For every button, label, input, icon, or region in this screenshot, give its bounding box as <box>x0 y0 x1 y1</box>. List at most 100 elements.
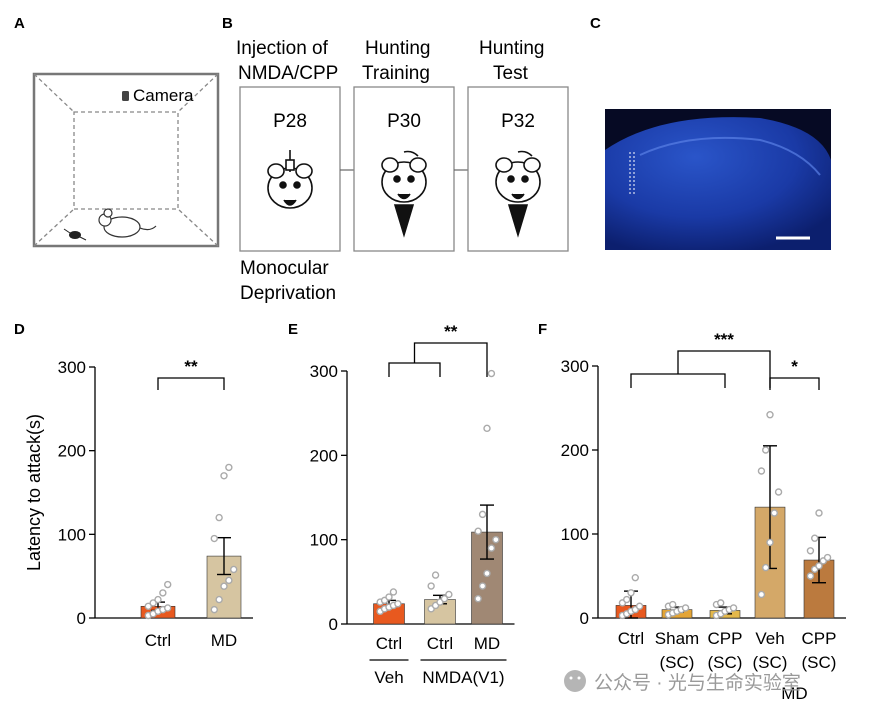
step-1-title-line1: Injection of <box>236 38 329 59</box>
step-2-title-line2: Training <box>362 63 430 84</box>
brain-layer-line <box>639 136 821 176</box>
data-point <box>483 424 491 433</box>
panel-label-e: E <box>288 321 298 338</box>
bracket-line <box>769 377 820 390</box>
data-point <box>164 604 172 612</box>
data-point <box>669 600 677 609</box>
x-category-sublabel: (SC) <box>660 653 695 672</box>
panel-label-f: F <box>538 321 547 338</box>
data-point <box>762 563 770 572</box>
step-2-age: P30 <box>387 111 421 132</box>
arena-floor <box>73 111 179 210</box>
data-point <box>623 595 631 604</box>
data-point <box>389 588 398 596</box>
group-label: MD <box>781 684 807 703</box>
significance-bracket: * <box>769 357 820 390</box>
data-point <box>215 595 223 604</box>
mouse-head-injection-icon <box>267 150 313 209</box>
data-point <box>445 590 453 599</box>
data-point <box>757 590 766 599</box>
significance-bracket: *** <box>630 330 771 388</box>
x-category-sublabel: (SC) <box>708 653 743 672</box>
data-point <box>159 589 167 597</box>
step-3-title-line2: Test <box>493 63 529 84</box>
data-point <box>681 604 690 612</box>
camera-label: Camera <box>133 86 194 105</box>
bracket-line <box>413 342 488 377</box>
y-tick-label: 100 <box>310 531 338 550</box>
data-point <box>811 534 819 542</box>
significance-label: *** <box>714 330 734 349</box>
y-tick-label: 300 <box>310 362 338 381</box>
y-tick-label: 200 <box>561 441 589 460</box>
significance-label: ** <box>444 322 458 341</box>
data-point <box>766 538 774 547</box>
data-point <box>474 527 482 535</box>
bracket-line <box>157 377 225 390</box>
y-tick-label: 0 <box>77 609 86 628</box>
data-point <box>806 572 815 580</box>
bracket-line <box>388 362 441 377</box>
step-3-title-line1: Hunting <box>479 38 545 59</box>
significance-label: * <box>791 357 798 376</box>
y-tick-label: 200 <box>310 446 338 465</box>
data-point <box>144 602 152 610</box>
panel-c: C <box>590 15 831 250</box>
data-point <box>215 513 223 522</box>
y-tick-label: 100 <box>58 525 86 544</box>
data-point <box>385 593 393 601</box>
step-1-title-line2: NMDA/CPP <box>238 63 338 84</box>
arena-perspective-lines <box>33 73 219 247</box>
probe-track <box>629 152 635 195</box>
step-1: Injection of NMDA/CPP P28 <box>236 38 341 252</box>
data-point <box>225 463 233 472</box>
data-point <box>230 565 238 574</box>
data-point <box>483 569 491 578</box>
panel-a: A Camera <box>14 15 220 248</box>
step-1-age: P28 <box>273 111 307 132</box>
y-tick-label: 200 <box>58 442 86 461</box>
panel-label-b: B <box>222 15 233 32</box>
data-point <box>225 576 233 585</box>
step-2: Hunting Training P30 <box>353 38 455 252</box>
group-label: NMDA(V1) <box>422 668 504 687</box>
step-2-box <box>353 86 455 252</box>
y-axis-label: Latency to attack(s) <box>24 414 44 571</box>
significance-label: ** <box>184 357 198 376</box>
data-point <box>762 446 770 454</box>
y-tick-label: 0 <box>329 615 338 634</box>
x-category-label: CPP <box>708 629 743 648</box>
bracket-line <box>630 373 726 388</box>
data-point <box>394 600 402 608</box>
mouse-head-cricket-icon <box>381 150 427 238</box>
bar <box>803 559 835 619</box>
data-point <box>478 510 487 519</box>
data-point <box>823 553 832 562</box>
data-point <box>729 604 738 612</box>
y-tick-label: 0 <box>580 609 589 628</box>
watermark: 公众号 · 光与生命实验室 <box>564 670 801 694</box>
data-point <box>766 411 774 419</box>
data-point <box>635 602 644 610</box>
significance-bracket: ** <box>157 357 225 390</box>
x-category-label: Ctrl <box>376 634 402 653</box>
step-3-age: P32 <box>501 111 535 132</box>
data-point <box>815 562 823 570</box>
mouse-head-cricket-icon <box>495 150 541 238</box>
x-category-label: Ctrl <box>427 634 453 653</box>
step-3: Hunting Test P32 <box>467 38 569 252</box>
data-point <box>427 582 435 590</box>
monocular-note-line1: Monocular <box>240 258 329 279</box>
panel-label-d: D <box>14 321 25 338</box>
data-point <box>149 599 157 607</box>
data-point <box>210 534 218 543</box>
data-point <box>431 571 440 579</box>
data-point <box>474 595 482 603</box>
panel-label-a: A <box>14 15 25 32</box>
data-point <box>220 582 228 590</box>
data-point <box>440 595 449 603</box>
data-point <box>220 472 228 480</box>
data-point <box>627 589 635 597</box>
